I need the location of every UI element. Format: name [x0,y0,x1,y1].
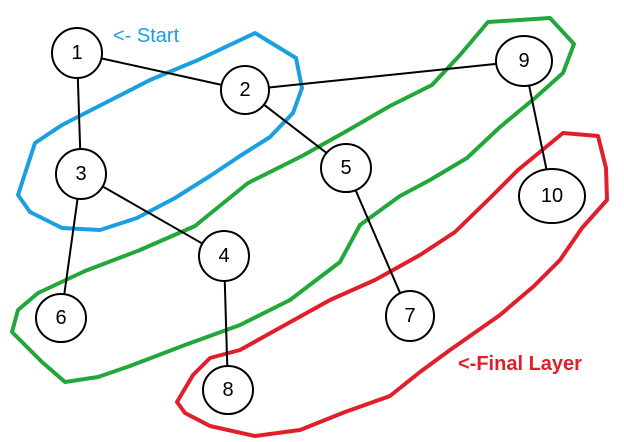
edge-2-9 [268,62,497,89]
edge-5-7 [354,189,402,294]
nodes: 1 2 3 4 5 6 7 [35,27,586,415]
edge-9-10 [528,85,548,170]
start-layer-outline [16,31,304,232]
edges [63,57,548,367]
node-5-label: 5 [340,157,351,179]
edge-2-5 [263,103,328,154]
edge-1-3 [76,77,82,150]
node-1-label: 1 [71,42,82,64]
final-layer-annotation: <-Final Layer [458,353,582,375]
node-7-label: 7 [404,305,415,327]
middle-layer-outline [10,16,576,384]
node-6[interactable]: 6 [35,293,87,343]
node-4[interactable]: 4 [198,230,250,282]
node-10-label: 10 [541,185,563,207]
edge-3-4 [102,185,203,245]
node-3-label: 3 [75,163,86,185]
node-4-label: 4 [218,245,229,267]
node-9[interactable]: 9 [495,35,553,87]
node-5[interactable]: 5 [320,143,372,193]
layer-outlines [10,16,609,438]
node-9-label: 9 [518,50,529,72]
edge-4-8 [223,280,229,367]
node-7[interactable]: 7 [385,290,435,342]
edge-1-2 [101,57,222,86]
node-1[interactable]: 1 [51,27,103,79]
final-layer-outline [175,131,609,438]
node-8-label: 8 [222,379,233,401]
node-3[interactable]: 3 [55,148,107,200]
node-8[interactable]: 8 [202,365,254,415]
node-2-label: 2 [239,79,250,101]
start-annotation: <- Start [113,25,180,47]
edge-3-6 [63,198,79,295]
node-10[interactable]: 10 [518,168,586,224]
node-6-label: 6 [55,307,66,329]
node-2[interactable]: 2 [220,65,270,115]
